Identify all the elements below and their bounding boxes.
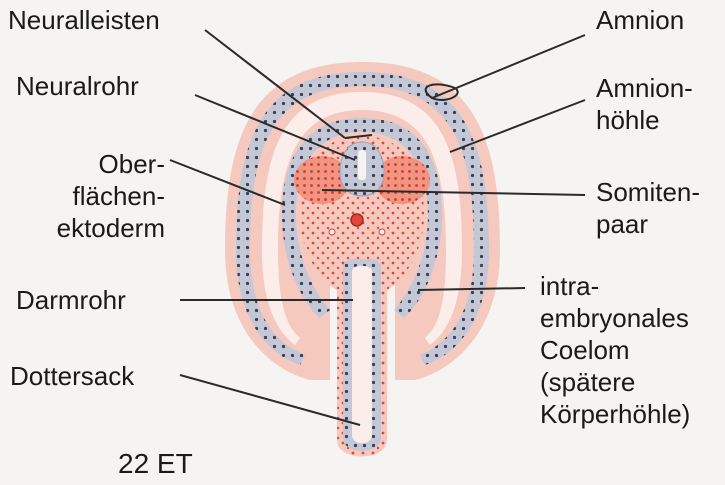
notochord [351,214,363,226]
label-coelom: intra- embryonales Coelom (spätere Körpe… [540,270,690,430]
aorta-right [379,229,385,235]
aorta-left [329,229,335,235]
label-dottersack: Dottersack [10,360,134,392]
gut-lumen [352,266,372,443]
leader-dottersack [180,375,360,425]
stage-caption: 22 ET [118,448,193,480]
label-darmrohr: Darmrohr [16,284,126,316]
label-oberflaechenektoderm: Ober- flächen- ektoderm [10,148,165,244]
label-neuralleisten: Neuralleisten [8,4,160,36]
label-neuralrohr: Neuralrohr [16,70,139,102]
label-amnionhoehle: Amnion- höhle [596,72,693,136]
label-amnion: Amnion [596,4,684,36]
neural-canal [358,150,366,180]
label-somitenpaar: Somiten- paar [596,176,700,240]
